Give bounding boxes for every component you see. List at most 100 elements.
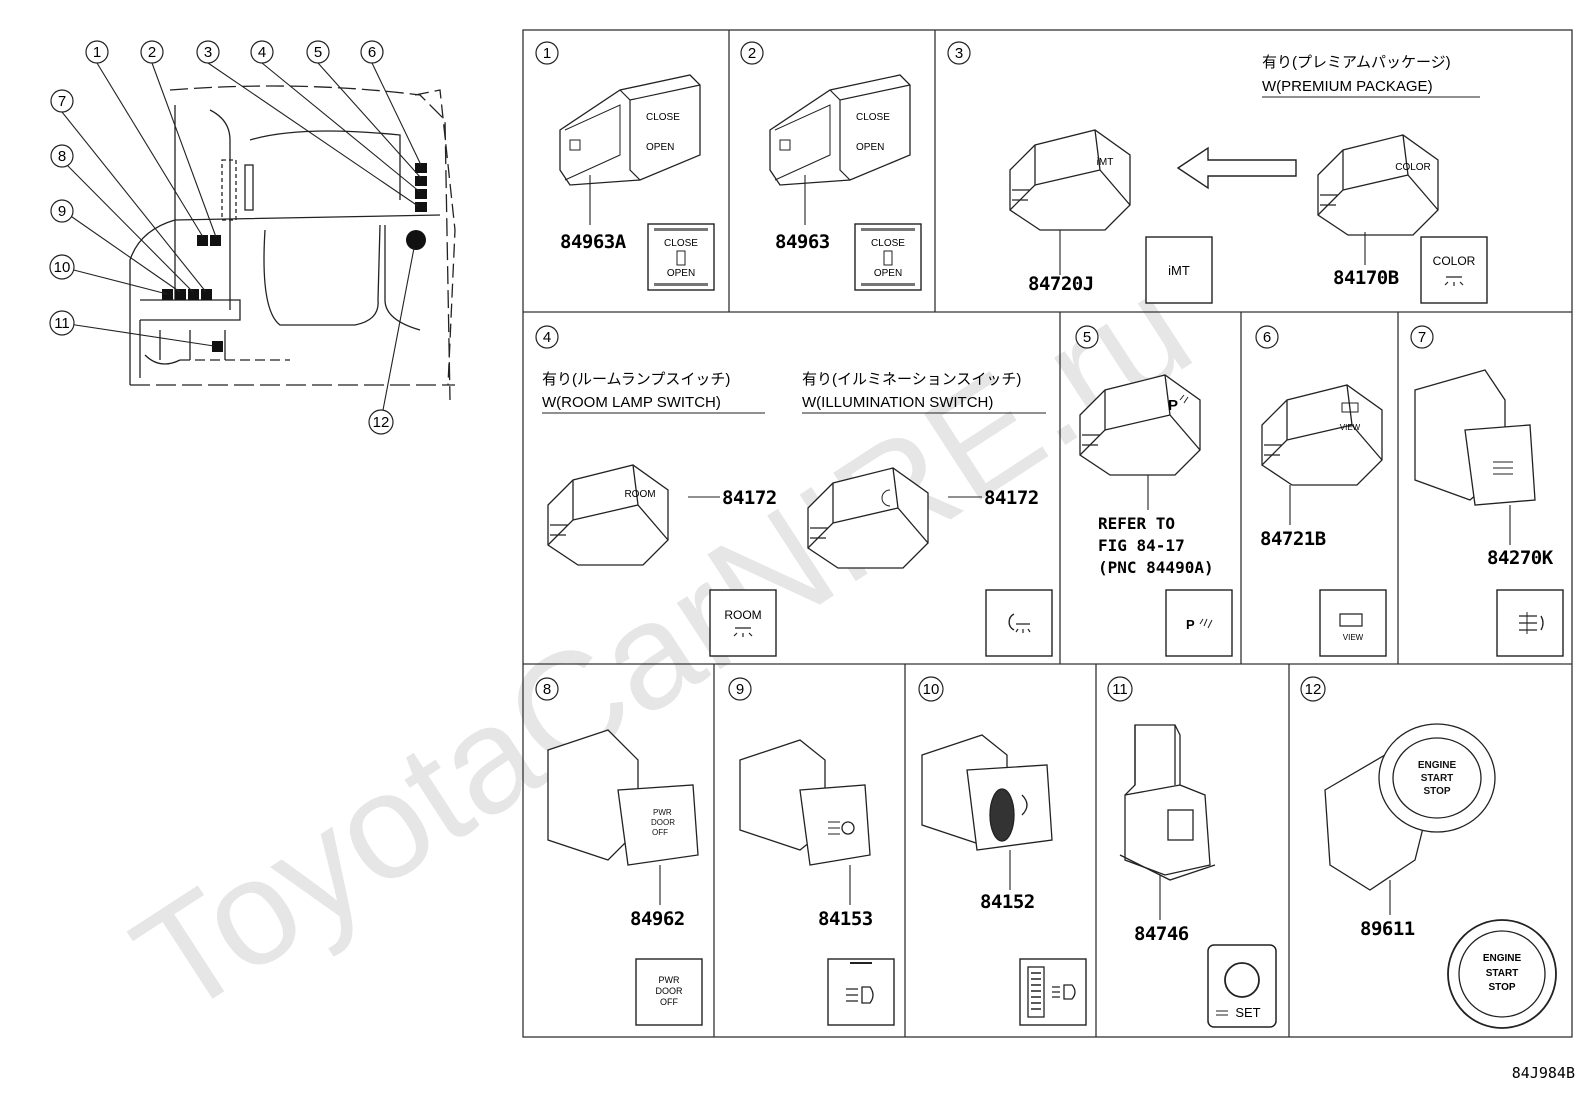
arrow-left-icon xyxy=(1176,146,1297,190)
svg-text:2: 2 xyxy=(148,44,156,61)
part-number-84153: 84153 xyxy=(818,908,873,930)
part-number-84152: 84152 xyxy=(980,891,1035,913)
svg-text:CLOSE: CLOSE xyxy=(646,112,680,123)
switch-illustration-84170B: COLOR xyxy=(1317,134,1439,236)
callout-5: 5 xyxy=(306,40,330,64)
svg-text:12: 12 xyxy=(1305,681,1322,698)
cell-1: 1 CLOSE OPEN 84963A CLOSE OPEN xyxy=(535,41,715,291)
drawing-code: 84J984B xyxy=(1512,1064,1575,1082)
parking-sensor-icon: P xyxy=(1165,589,1233,657)
callout-6: 6 xyxy=(360,40,384,64)
overview-callouts: 1 2 3 4 5 6 7 8 9 10 11 12 xyxy=(49,40,394,435)
svg-text:COLOR: COLOR xyxy=(1395,162,1431,173)
cell-10: 10 84152 xyxy=(918,676,1087,1026)
callout-7: 7 xyxy=(50,89,74,113)
cell-11: 11 84746 SET xyxy=(1107,676,1277,1028)
switch-face-close-open: CLOSE OPEN xyxy=(854,223,922,291)
note-room-lamp-jp: 有り(ルームランプスイッチ) xyxy=(542,371,730,388)
callout-12: 12 xyxy=(368,409,394,435)
svg-text:11: 11 xyxy=(54,315,70,332)
switch-illustration-cruise-set xyxy=(1119,724,1216,881)
svg-text:3: 3 xyxy=(955,45,963,62)
svg-text:START: START xyxy=(1486,968,1519,979)
cell-9: 9 84153 xyxy=(728,677,895,1026)
part-number-84172-illumination: 84172 xyxy=(984,487,1039,509)
svg-text:DOOR: DOOR xyxy=(656,986,684,996)
svg-text:OPEN: OPEN xyxy=(874,268,902,279)
parts-grid xyxy=(522,29,1573,1038)
svg-text:10: 10 xyxy=(923,681,940,698)
svg-text:OFF: OFF xyxy=(660,997,678,1007)
note-premium-jp: 有り(プレミアムパッケージ) xyxy=(1262,54,1451,71)
part-number-84963: 84963 xyxy=(775,231,830,253)
switch-face-room: ROOM xyxy=(709,589,777,657)
svg-text:COLOR: COLOR xyxy=(1433,254,1476,268)
engine-start-stop-button-face: ENGINE START STOP xyxy=(1447,919,1557,1029)
svg-text:ENGINE: ENGINE xyxy=(1483,953,1522,964)
part-number-84172-room: 84172 xyxy=(722,487,777,509)
part-number-84721B: 84721B xyxy=(1260,528,1326,550)
callout-8: 8 xyxy=(50,144,74,168)
svg-text:6: 6 xyxy=(368,44,376,61)
svg-text:1: 1 xyxy=(93,44,101,61)
svg-text:8: 8 xyxy=(543,681,551,698)
callout-2: 2 xyxy=(140,40,164,64)
svg-text:CLOSE: CLOSE xyxy=(856,112,890,123)
switch-illustration-headlamp-leveling xyxy=(739,739,871,866)
switch-face-color: COLOR xyxy=(1420,236,1488,304)
callout-3: 3 xyxy=(196,40,220,64)
switch-illustration-illumination xyxy=(807,467,929,569)
svg-text:OFF: OFF xyxy=(652,828,668,837)
switch-illustration-pwr-door-off: PWR DOOR OFF xyxy=(547,729,699,866)
svg-text:START: START xyxy=(1421,773,1454,784)
switch-illustration-engine-start: ENGINE START STOP xyxy=(1324,723,1496,891)
svg-text:ROOM: ROOM xyxy=(724,608,761,622)
svg-text:VIEW: VIEW xyxy=(1343,633,1364,642)
svg-text:7: 7 xyxy=(58,93,66,110)
switch-illustration-room: ROOM xyxy=(547,464,669,566)
cell-3: 3 有り(プレミアムパッケージ) W(PREMIUM PACKAGE) iMT … xyxy=(947,41,1488,304)
switch-face-pwr-door-off: PWR DOOR OFF xyxy=(635,958,703,1026)
switch-illustration-84963: CLOSE OPEN xyxy=(769,74,911,186)
svg-text:CLOSE: CLOSE xyxy=(871,238,905,249)
svg-text:STOP: STOP xyxy=(1423,786,1450,797)
switch-illustration-84720J: iMT xyxy=(1009,129,1131,231)
svg-text:CLOSE: CLOSE xyxy=(664,238,698,249)
camera-view-icon: VIEW xyxy=(1319,589,1387,657)
switch-illustration-rear-defogger xyxy=(1414,369,1536,506)
refer-line-3: (PNC 84490A) xyxy=(1098,558,1214,577)
callout-1: 1 xyxy=(85,40,109,64)
cell-number: 1 xyxy=(543,45,551,62)
rear-defogger-icon xyxy=(1496,589,1564,657)
svg-text:OPEN: OPEN xyxy=(667,268,695,279)
cell-8: 8 PWR DOOR OFF 84962 PWR DOOR OFF xyxy=(535,677,703,1026)
dashboard-overview xyxy=(129,85,456,401)
svg-text:3: 3 xyxy=(204,44,212,61)
note-illumination-en: W(ILLUMINATION SWITCH) xyxy=(802,394,993,411)
svg-text:5: 5 xyxy=(1083,329,1091,346)
switch-illustration-84963A: CLOSE OPEN xyxy=(559,74,701,186)
cell-7: 7 84270K xyxy=(1410,325,1564,657)
callout-leaders xyxy=(61,62,422,411)
switch-illustration-parking-sensor: P xyxy=(1079,374,1201,476)
switch-illustration-headlamp-dial xyxy=(921,734,1053,851)
part-number-84963A: 84963A xyxy=(560,231,627,253)
svg-text:2: 2 xyxy=(748,45,756,62)
cell-12: 12 ENGINE START STOP 89611 ENGINE START … xyxy=(1300,676,1557,1029)
svg-text:10: 10 xyxy=(54,259,71,276)
callout-11: 11 xyxy=(49,310,75,336)
svg-text:VIEW: VIEW xyxy=(1340,423,1361,432)
callout-10: 10 xyxy=(49,254,75,280)
svg-text:8: 8 xyxy=(58,148,66,165)
cell-6: 6 VIEW 84721B VIEW xyxy=(1255,325,1387,657)
switch-face-close-open: CLOSE OPEN xyxy=(647,223,715,291)
refer-line-1: REFER TO xyxy=(1098,514,1175,533)
svg-text:9: 9 xyxy=(736,681,744,698)
part-number-84170B: 84170B xyxy=(1333,267,1399,289)
note-premium-en: W(PREMIUM PACKAGE) xyxy=(1262,78,1433,95)
cell-2: 2 CLOSE OPEN 84963 CLOSE OPEN xyxy=(740,41,922,291)
svg-text:iMT: iMT xyxy=(1168,263,1190,278)
svg-text:5: 5 xyxy=(314,44,322,61)
headlamp-leveling-icon xyxy=(827,958,895,1026)
